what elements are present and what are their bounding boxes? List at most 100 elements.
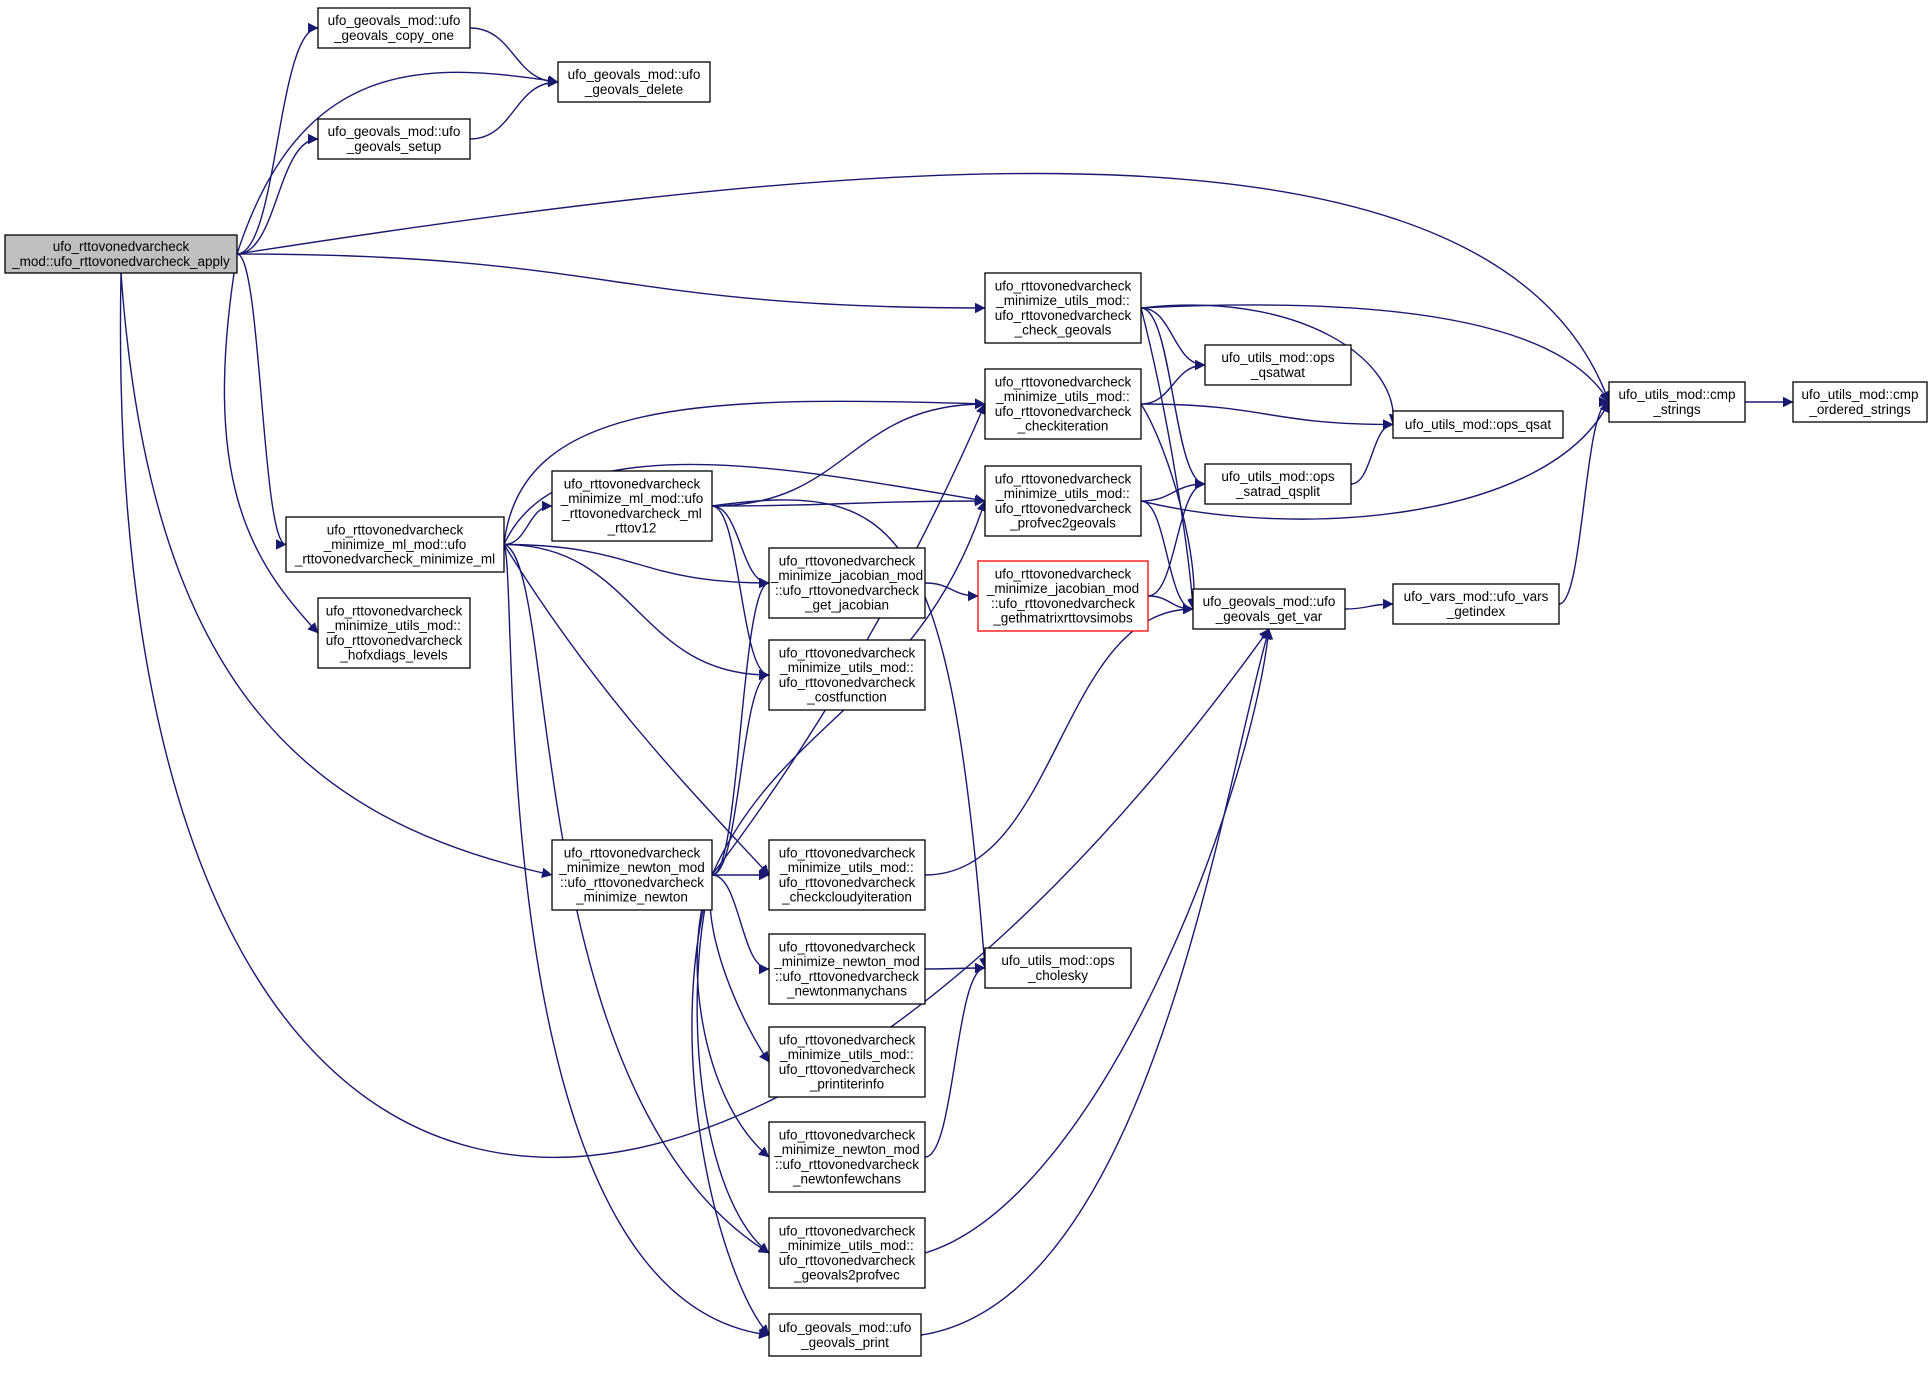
edge-path: [503, 401, 985, 545]
node-label-line: _minimize_utils_mod::: [779, 660, 914, 675]
node-geovals2profvec[interactable]: ufo_rttovonedvarcheck_minimize_utils_mod…: [768, 1217, 926, 1289]
node-label-line: ufo_utils_mod::ops: [1221, 350, 1335, 365]
node-label-line: _minimize_utils_mod::: [779, 860, 914, 875]
node-setup[interactable]: ufo_geovals_mod::ufo_geovals_setup: [317, 118, 471, 160]
node-label-line: _minimize_jacobian_mod: [770, 568, 923, 583]
node-costfunction[interactable]: ufo_rttovonedvarcheck_minimize_utils_mod…: [768, 639, 926, 711]
node-label-line: _minimize_newton_mod: [773, 954, 920, 969]
edge-minimize_ml-to-get_jacobian: [503, 543, 769, 584]
node-box: [1192, 588, 1346, 630]
edge-minimize_newton-to-newtonfew: [696, 874, 770, 1158]
node-apply[interactable]: ufo_rttovonedvarcheck_mod::ufo_rttovoned…: [4, 234, 238, 274]
edge-path: [1140, 403, 1393, 425]
node-profvec2geovals[interactable]: ufo_rttovonedvarcheck_minimize_utils_mod…: [984, 465, 1142, 537]
edge-path: [711, 501, 985, 507]
edge-apply-to-minimize_ml: [236, 253, 287, 545]
node-label-line: _profvec2geovals: [1009, 515, 1116, 530]
node-copy-one[interactable]: ufo_geovals_mod::ufo_geovals_copy_one: [317, 7, 471, 49]
node-minimize-newton[interactable]: ufo_rttovonedvarcheck_minimize_newton_mo…: [551, 839, 713, 911]
node-printiter[interactable]: ufo_rttovonedvarcheck_minimize_utils_mod…: [768, 1026, 926, 1098]
node-label-line: ufo_utils_mod::ops_qsat: [1405, 417, 1552, 432]
node-label-line: ufo_rttovonedvarcheck: [779, 940, 916, 955]
node-label-line: _rttov12: [607, 520, 657, 535]
node-label-line: ufo_rttovonedvarcheck: [995, 404, 1132, 419]
edge-path: [711, 505, 770, 675]
node-label-line: _qsatwat: [1250, 365, 1305, 380]
node-checkcloudy[interactable]: ufo_rttovonedvarcheck_minimize_utils_mod…: [768, 839, 926, 911]
node-label-line: ufo_rttovonedvarcheck: [564, 846, 701, 861]
node-box: [1204, 463, 1352, 505]
edge-path: [1140, 365, 1205, 405]
edge-path: [1344, 604, 1393, 610]
edge-path: [1147, 595, 1193, 609]
edge-path: [119, 272, 1270, 1159]
node-gethmatrix[interactable]: ufo_rttovonedvarcheck_minimize_jacobian_…: [977, 560, 1149, 632]
node-ops-qsat[interactable]: ufo_utils_mod::ops_qsat: [1392, 410, 1564, 439]
edge-apply-to-geovals_get_var: [119, 272, 1270, 1159]
node-delete[interactable]: ufo_geovals_mod::ufo_geovals_delete: [557, 61, 711, 103]
node-label-line: _minimize_ml_mod::ufo: [560, 491, 704, 506]
node-label-line: ufo_rttovonedvarcheck: [564, 477, 701, 492]
edge-path: [920, 629, 1269, 1336]
edge-path: [236, 253, 985, 308]
node-label-line: _satrad_qsplit: [1235, 484, 1320, 499]
edge-path: [503, 544, 770, 876]
node-newtonfew[interactable]: ufo_rttovonedvarcheck_minimize_newton_mo…: [768, 1121, 926, 1193]
edge-profvec2geovals-to-satrad_qsplit: [1140, 484, 1205, 502]
edge-path: [236, 139, 319, 255]
node-label-line: _minimize_utils_mod::: [995, 293, 1130, 308]
node-newtonmany[interactable]: ufo_rttovonedvarcheck_minimize_newton_mo…: [768, 933, 926, 1005]
node-cholesky[interactable]: ufo_utils_mod::ops_cholesky: [984, 947, 1132, 989]
node-label-line: _mod::ufo_rttovonedvarcheck_apply: [11, 254, 230, 269]
edge-path: [503, 543, 769, 584]
node-label-line: _minimize_utils_mod::: [995, 486, 1130, 501]
node-minimize-ml[interactable]: ufo_rttovonedvarcheck_minimize_ml_mod::u…: [285, 516, 505, 573]
node-label-line: _minimize_jacobian_mod: [986, 581, 1139, 596]
edge-path: [236, 28, 319, 255]
edge-path: [711, 505, 770, 583]
node-label-line: ufo_geovals_mod::ufo: [328, 124, 461, 139]
node-label-line: _minimize_utils_mod::: [779, 1238, 914, 1253]
node-label-line: ufo_rttovonedvarcheck: [995, 308, 1132, 323]
node-label-line: _gethmatrixrttovsimobs: [992, 610, 1133, 625]
edge-path: [1140, 500, 1194, 609]
node-label-line: _newtonfewchans: [792, 1171, 901, 1186]
edge-ml_rttov12-to-checkiteration: [711, 404, 985, 507]
node-cmp-ordered[interactable]: ufo_utils_mod::cmp_ordered_strings: [1792, 381, 1928, 423]
node-label-line: ::ufo_rttovonedvarcheck: [775, 583, 919, 598]
edge-path: [1147, 484, 1206, 597]
node-satrad-qsplit[interactable]: ufo_utils_mod::ops_satrad_qsplit: [1204, 463, 1352, 505]
edge-path: [1140, 304, 1393, 424]
edge-path: [1558, 402, 1610, 605]
node-box: [551, 470, 713, 542]
node-vars-getindex[interactable]: ufo_vars_mod::ufo_vars_getindex: [1392, 583, 1560, 625]
node-box: [4, 234, 238, 274]
edge-ml_rttov12-to-profvec2geovals: [711, 501, 985, 507]
edge-minimize_newton-to-get_jacobian: [711, 583, 770, 876]
edge-geovals_print-to-geovals_get_var: [920, 629, 1269, 1336]
edge-path: [503, 463, 985, 545]
edge-path: [503, 544, 769, 1336]
node-get-jacobian[interactable]: ufo_rttovonedvarcheck_minimize_jacobian_…: [768, 547, 926, 619]
node-label-line: ufo_rttovonedvarcheck: [995, 501, 1132, 516]
node-ml-rttov12[interactable]: ufo_rttovonedvarcheck_minimize_ml_mod::u…: [551, 470, 713, 542]
node-label-line: ::ufo_rttovonedvarcheck: [775, 1157, 919, 1172]
node-cmp-strings[interactable]: ufo_utils_mod::cmp_strings: [1608, 381, 1746, 423]
node-box: [768, 1121, 926, 1193]
edge-apply-to-hofxdiags: [223, 253, 319, 634]
node-qsatwat[interactable]: ufo_utils_mod::ops_qsatwat: [1204, 344, 1352, 386]
node-geovals-get-var[interactable]: ufo_geovals_mod::ufo_geovals_get_var: [1192, 588, 1346, 630]
node-checkiteration[interactable]: ufo_rttovonedvarcheck_minimize_utils_mod…: [984, 368, 1142, 440]
node-label-line: _minimize_newton: [575, 889, 688, 904]
node-hofxdiags[interactable]: ufo_rttovonedvarcheck_minimize_utils_mod…: [317, 597, 471, 669]
node-check-geovals[interactable]: ufo_rttovonedvarcheck_minimize_utils_mod…: [984, 272, 1142, 344]
node-label-line: _minimize_utils_mod::: [779, 1047, 914, 1062]
edge-path: [236, 253, 287, 545]
node-label-line: ufo_rttovonedvarcheck: [995, 472, 1132, 487]
node-geovals-print[interactable]: ufo_geovals_mod::ufo_geovals_print: [768, 1313, 922, 1357]
node-box: [768, 1026, 926, 1098]
node-box: [285, 516, 505, 573]
edge-path: [1140, 307, 1206, 365]
edge-minimize_ml-to-geovals_print: [503, 544, 769, 1336]
edge-newtonmany-to-cholesky: [924, 968, 985, 969]
